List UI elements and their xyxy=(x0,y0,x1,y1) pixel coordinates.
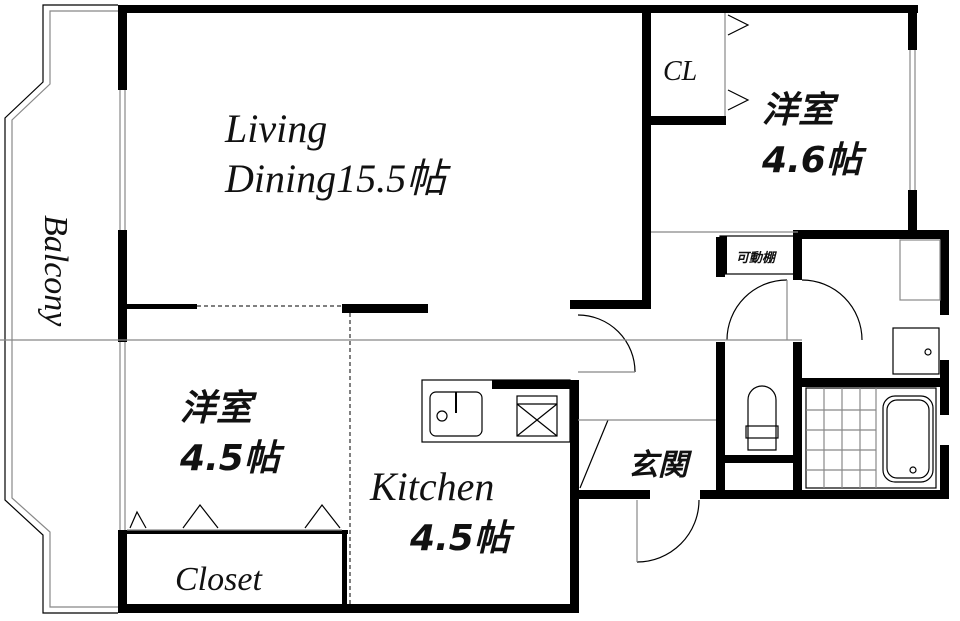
movable-shelf xyxy=(719,235,796,275)
label-living: Living xyxy=(224,106,327,151)
label-western-room-2-size: 4.5帖 xyxy=(179,438,286,479)
toilet xyxy=(745,385,779,451)
room-labels: Balcony Living Dining15.5帖 CL 洋室 4.6帖 洋室… xyxy=(37,56,868,598)
washroom-fixtures xyxy=(892,239,941,375)
label-western-room-1-size: 4.6帖 xyxy=(761,140,868,181)
balcony-outline xyxy=(4,4,118,614)
label-kitchen-size: 4.5帖 xyxy=(409,518,516,559)
label-closet: Closet xyxy=(175,561,263,598)
label-western-room-2: 洋室 xyxy=(180,388,257,429)
label-western-room-1: 洋室 xyxy=(762,90,839,131)
exterior-walls xyxy=(118,5,949,613)
partitions xyxy=(197,231,798,604)
windows xyxy=(119,50,916,530)
label-balcony: Balcony xyxy=(37,215,74,327)
label-cl: CL xyxy=(663,56,697,87)
kitchen-counter xyxy=(421,379,571,443)
label-entrance: 玄関 xyxy=(628,448,693,483)
bathroom-fixtures xyxy=(805,387,937,489)
label-movable-shelf: 可動棚 xyxy=(736,250,777,266)
closet-doors xyxy=(127,13,750,531)
label-dining-size: Dining15.5帖 xyxy=(224,156,451,201)
door-swings xyxy=(0,279,863,563)
label-kitchen: Kitchen xyxy=(369,464,494,509)
